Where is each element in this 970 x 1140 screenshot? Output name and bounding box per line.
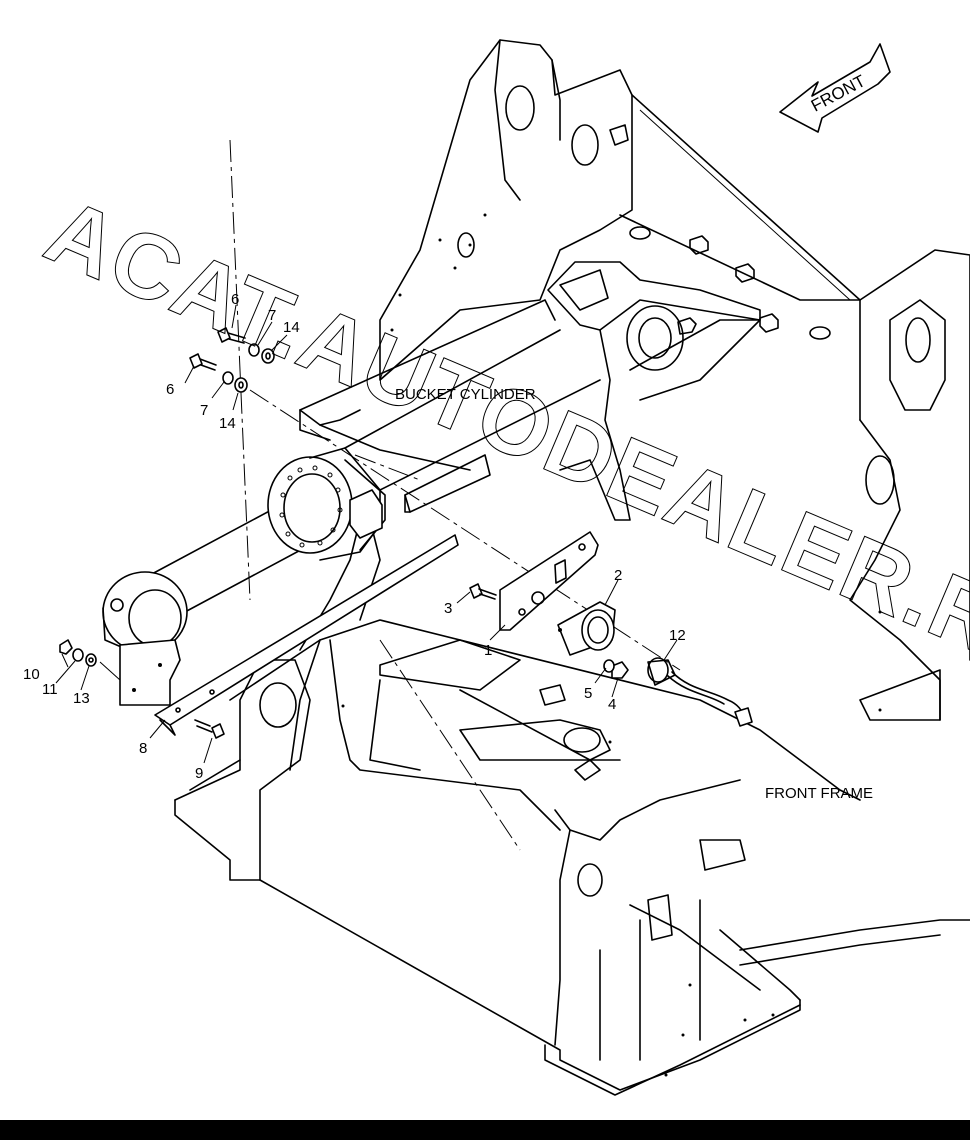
leader-lines	[55, 304, 678, 764]
callout-11: 11	[42, 681, 58, 698]
callout-12: 12	[669, 627, 686, 644]
callout-numbers: 1 2 3 4 5 6 6 7 7 8 9 10 11 12 13 14 14	[23, 291, 686, 782]
bucket-cylinder-label: BUCKET CYLINDER	[395, 386, 536, 403]
callout-3: 3	[444, 600, 452, 617]
bucket-cylinder-drawing	[102, 299, 601, 736]
callout-14-upper: 14	[283, 319, 300, 336]
callout-8: 8	[139, 740, 147, 757]
front-frame-label: FRONT FRAME	[765, 785, 873, 802]
callout-7-lower: 7	[200, 402, 208, 419]
callout-13: 13	[73, 690, 90, 707]
callout-1: 1	[484, 642, 492, 659]
callout-4: 4	[608, 696, 616, 713]
callout-10: 10	[23, 666, 40, 683]
callout-2: 2	[614, 567, 622, 584]
front-direction-arrow-icon: FRONT	[779, 43, 891, 133]
callout-9: 9	[195, 765, 203, 782]
callout-14-lower: 14	[219, 415, 236, 432]
callout-6-lower: 6	[166, 381, 174, 398]
callout-7-upper: 7	[268, 307, 276, 324]
sensor-assembly-drawing	[469, 531, 753, 727]
bottom-bar	[0, 1120, 970, 1140]
fasteners-drawing	[59, 327, 275, 739]
front-frame-drawing	[174, 39, 970, 1096]
callout-5: 5	[584, 685, 592, 702]
callout-6-upper: 6	[231, 291, 239, 308]
